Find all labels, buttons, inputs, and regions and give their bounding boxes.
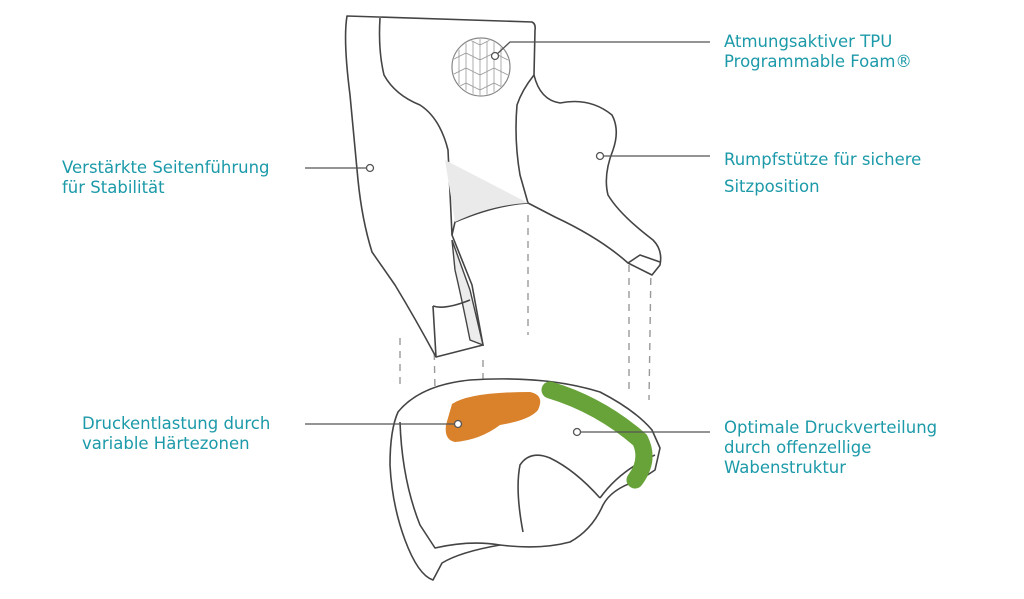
label-side-line1: Verstärkte Seitenführung (62, 158, 270, 177)
label-foam-line1: Atmungsaktiver TPU (724, 32, 893, 51)
leader-lines (305, 41, 710, 437)
label-foam: Atmungsaktiver TPU Programmable Foam® (724, 32, 912, 72)
label-distribution-line3: Wabenstruktur (724, 458, 847, 477)
label-relief: Druckentlastung durch variable Härtezone… (82, 414, 270, 454)
label-distribution-line1: Optimale Druckverteilung (724, 418, 938, 437)
label-torso-line2: Sitzposition (724, 177, 820, 196)
label-side: Verstärkte Seitenführung für Stabilität (62, 158, 270, 198)
label-relief-line1: Druckentlastung durch (82, 414, 271, 433)
label-foam-line2: Programmable Foam® (724, 52, 912, 71)
label-distribution-line2: durch offenzellige (724, 438, 872, 457)
backrest (344, 15, 662, 358)
seat-cushion (389, 378, 661, 581)
label-relief-line2: variable Härtezonen (82, 434, 250, 453)
label-torso-line1: Rumpfstütze für sichere (724, 150, 922, 169)
hard-zone (445, 392, 541, 442)
distribution-zone (541, 381, 653, 489)
label-side-line2: für Stabilität (62, 178, 165, 197)
label-distribution: Optimale Druckverteilung durch offenzell… (724, 418, 937, 478)
label-torso: Rumpfstütze für sichere Sitzposition (724, 146, 921, 200)
